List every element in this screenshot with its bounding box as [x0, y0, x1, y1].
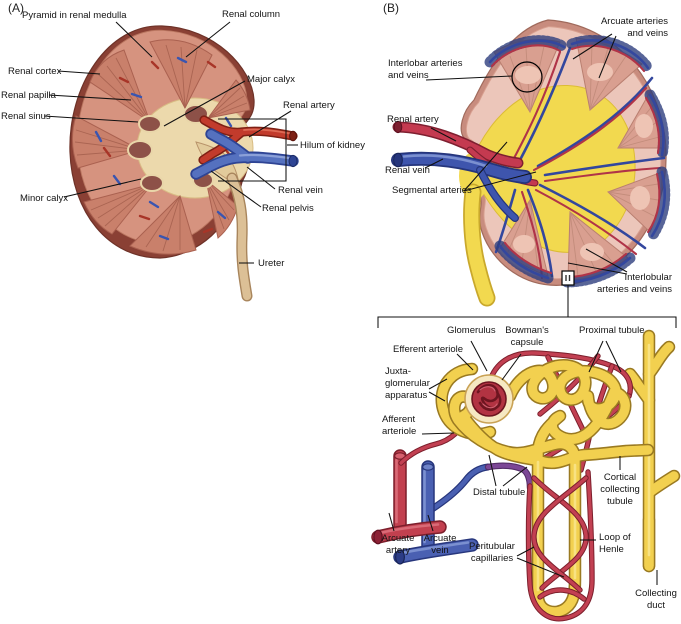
leader-distal-2 [502, 466, 528, 487]
hilum-bracket [218, 118, 287, 182]
label-ureter: Ureter [258, 258, 285, 269]
leader-efferent [456, 353, 474, 371]
glomerulus-coil-highlight [479, 386, 498, 409]
label-arcuate-artery: Arcuate artery [381, 533, 415, 556]
leader-renal-column [185, 21, 231, 58]
label-loop-of-henle: Loop of Henle [599, 532, 631, 555]
label-proximal-tubule: Proximal tubule [579, 325, 645, 336]
leader-renal-vein-a [246, 166, 276, 190]
label-arcuate-arteries-veins: Arcuate arteries and veins [600, 16, 668, 39]
renal-vein-vessel-b [391, 151, 532, 222]
label-renal-pelvis: Renal pelvis [262, 203, 314, 214]
label-interlobar-arteries-veins: Interlobar arteries and veins [388, 58, 463, 81]
nephron-illustration [371, 336, 681, 619]
glomerulus-coil [476, 383, 502, 412]
label-afferent-arteriole: Afferent arteriole [382, 414, 417, 437]
renal-vein-vessel-a [190, 128, 299, 180]
leader-proximal-1 [588, 340, 604, 373]
cortex-vessels-a [94, 56, 233, 241]
leader-major-calyx [163, 80, 246, 127]
label-renal-papilla: Renal papilla [1, 90, 56, 101]
leader-juxta-1 [428, 378, 448, 390]
leader-interlobular-2 [567, 262, 628, 275]
label-cortical-collecting-tubule: Cortical collecting tubule [600, 472, 640, 507]
leader-renal-pelvis [210, 170, 262, 208]
leader-peritubular-2 [516, 557, 565, 578]
glomerulus-assembly [464, 374, 514, 424]
label-major-calyx: Major calyx [247, 74, 296, 85]
leader-renal-sinus [43, 115, 139, 123]
interlobar-annotation-circle [511, 61, 543, 93]
label-glomerulus: Glomerulus [447, 325, 496, 336]
label-renal-sinus: Renal sinus [1, 111, 51, 122]
kidney-b-illustration [391, 19, 671, 307]
leader-distal-1 [488, 454, 497, 487]
nephron-bracket [377, 316, 677, 328]
label-hilum-of-kidney: Hilum of kidney [300, 140, 365, 151]
label-renal-artery-a: Renal artery [283, 100, 335, 111]
label-renal-vein-a: Renal vein [278, 185, 323, 196]
leader-pyramid [115, 21, 153, 58]
kidney-a-illustration [69, 25, 299, 302]
label-minor-calyx: Minor calyx [20, 193, 69, 204]
leader-arcuate-1 [572, 33, 613, 60]
leader-renal-artery-a [248, 110, 292, 138]
label-renal-artery-b: Renal artery [387, 114, 439, 125]
arcuate-pipes [371, 449, 479, 565]
label-renal-cortex: Renal cortex [8, 66, 62, 77]
label-distal-tubule: Distal tubule [473, 487, 526, 498]
arcuate-vessels [484, 35, 671, 288]
leader-juxta-2 [428, 391, 446, 402]
label-pyramid-in-renal-medulla: Pyramid in renal medulla [22, 10, 127, 21]
label-bowmans-capsule: Bowman's capsule [505, 325, 549, 348]
label-efferent-arteriole: Efferent arteriole [393, 344, 464, 355]
panel-b-tag: (B) [383, 1, 399, 15]
leader-interlobular-1 [585, 248, 628, 273]
leader-peritubular-1 [516, 546, 535, 557]
leader-bowmans [501, 353, 522, 381]
label-collecting-duct: Collecting duct [635, 588, 677, 611]
leader-renal-artery-b [430, 127, 457, 142]
renal-pyramids-a [72, 39, 251, 255]
arcuate-vein-pipe-cap [422, 463, 435, 471]
interlobar-vessels [494, 46, 666, 280]
zoom-marker-box [561, 270, 575, 286]
leader-arcuate-artery-n [388, 512, 395, 532]
leader-renal-vein-b [424, 158, 444, 169]
label-juxtaglomerular-apparatus: Juxta-glomerular apparatus [385, 366, 430, 401]
leader-renal-cortex [57, 70, 101, 75]
label-arcuate-vein: Arcuate vein [423, 533, 457, 556]
label-segmental-arteries: Segmental arteries [392, 185, 472, 196]
leader-minor-calyx [63, 178, 142, 198]
leader-arcuate-2 [598, 35, 617, 79]
panel-a-tag: (A) [8, 1, 24, 15]
leader-lines [43, 21, 677, 585]
label-peritubular-capillaries: Peritubular capillaries [469, 541, 515, 564]
leader-renal-papilla [48, 94, 132, 101]
zoom-marker-glyph [565, 275, 571, 281]
leader-glomerulus [470, 340, 488, 372]
leader-arcuate-vein-n [427, 514, 434, 532]
label-renal-vein-b: Renal vein [385, 165, 430, 176]
leader-proximal-2 [605, 340, 622, 373]
leader-afferent [421, 432, 455, 435]
leader-interlobar [425, 75, 513, 81]
ureter-tube [226, 172, 253, 302]
ureter-b-tube [463, 183, 496, 307]
label-interlobular-arteries-veins: Interlobular arteries and veins [597, 272, 672, 295]
leader-segmental-1 [463, 171, 537, 192]
leader-segmental-2 [463, 141, 508, 192]
label-renal-column: Renal column [222, 9, 281, 20]
